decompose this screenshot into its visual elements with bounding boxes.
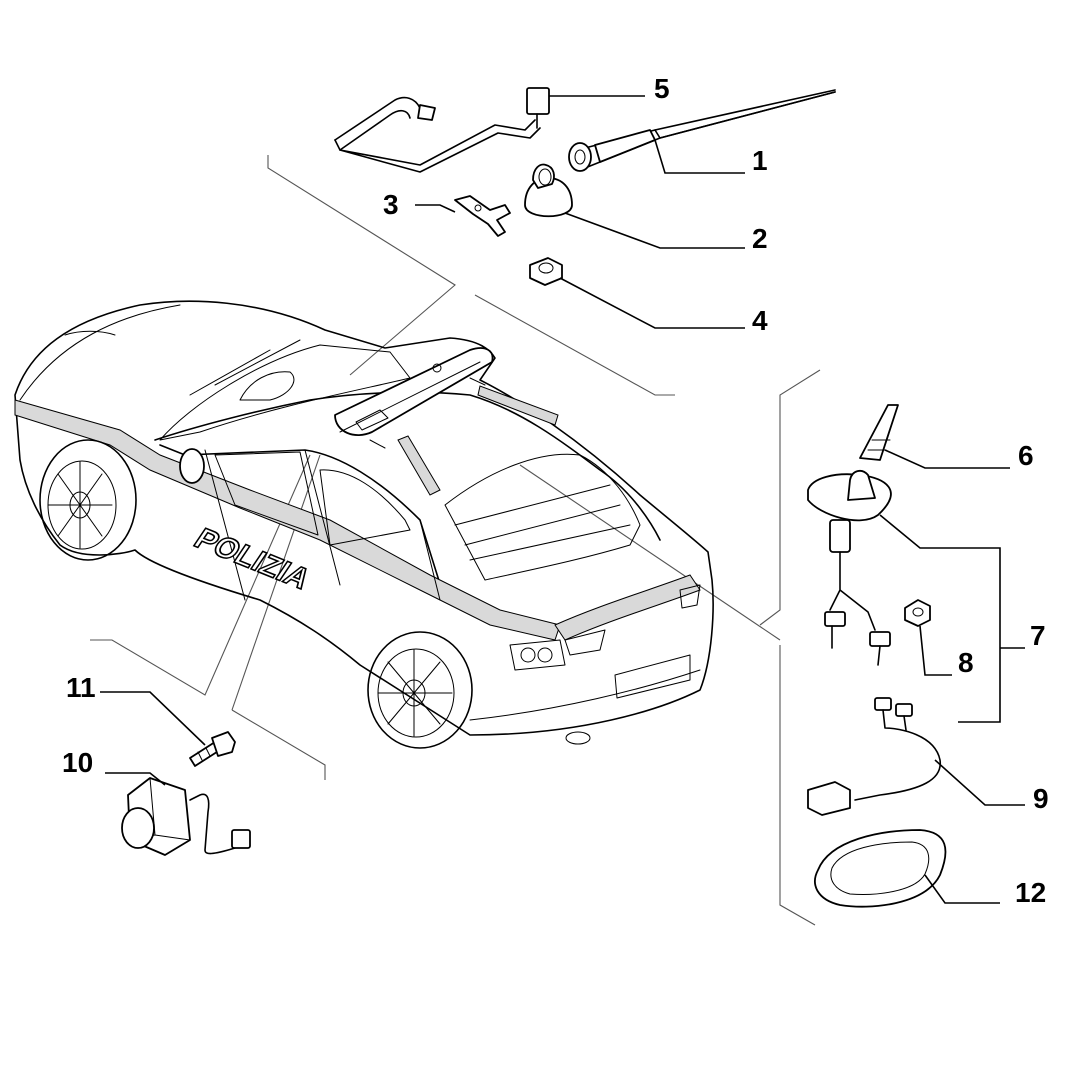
part-1-antenna-whip xyxy=(568,89,836,172)
leader-lines xyxy=(100,95,1025,904)
part-2-antenna-base xyxy=(524,163,573,218)
callout-7: 7 xyxy=(1030,620,1046,651)
part-4-nut xyxy=(529,257,563,286)
part-5-antenna-cable xyxy=(334,87,550,173)
rear-wheel xyxy=(367,631,473,749)
part-8-nut xyxy=(904,599,931,627)
part-11-screw xyxy=(189,731,236,767)
callout-12: 12 xyxy=(1015,877,1046,908)
part-6-antenna-mast xyxy=(859,404,899,461)
callout-6: 6 xyxy=(1018,440,1034,471)
callout-1: 1 xyxy=(752,145,768,176)
part-10-speaker-module xyxy=(121,777,251,856)
callout-8: 8 xyxy=(958,647,974,678)
callout-4: 4 xyxy=(752,305,768,336)
callout-2: 2 xyxy=(752,223,768,254)
projection-lines xyxy=(90,155,821,926)
door-lettering: POLIZIA xyxy=(188,523,316,595)
callout-9: 9 xyxy=(1033,783,1049,814)
part-7-antenna-assembly xyxy=(807,469,892,666)
part-12-pad xyxy=(814,829,947,908)
front-wheel xyxy=(39,439,137,561)
part-3-wing-bolt xyxy=(454,195,511,237)
callout-5: 5 xyxy=(654,73,670,104)
part-9-cable-harness xyxy=(807,697,941,816)
callout-11: 11 xyxy=(66,672,96,703)
callout-labels: 1 2 3 4 5 6 7 8 9 10 11 12 xyxy=(62,73,1049,908)
callout-3: 3 xyxy=(383,189,399,220)
roof-light-bar xyxy=(334,347,494,449)
police-car: POLIZIA xyxy=(14,300,714,749)
callout-10: 10 xyxy=(62,747,93,778)
